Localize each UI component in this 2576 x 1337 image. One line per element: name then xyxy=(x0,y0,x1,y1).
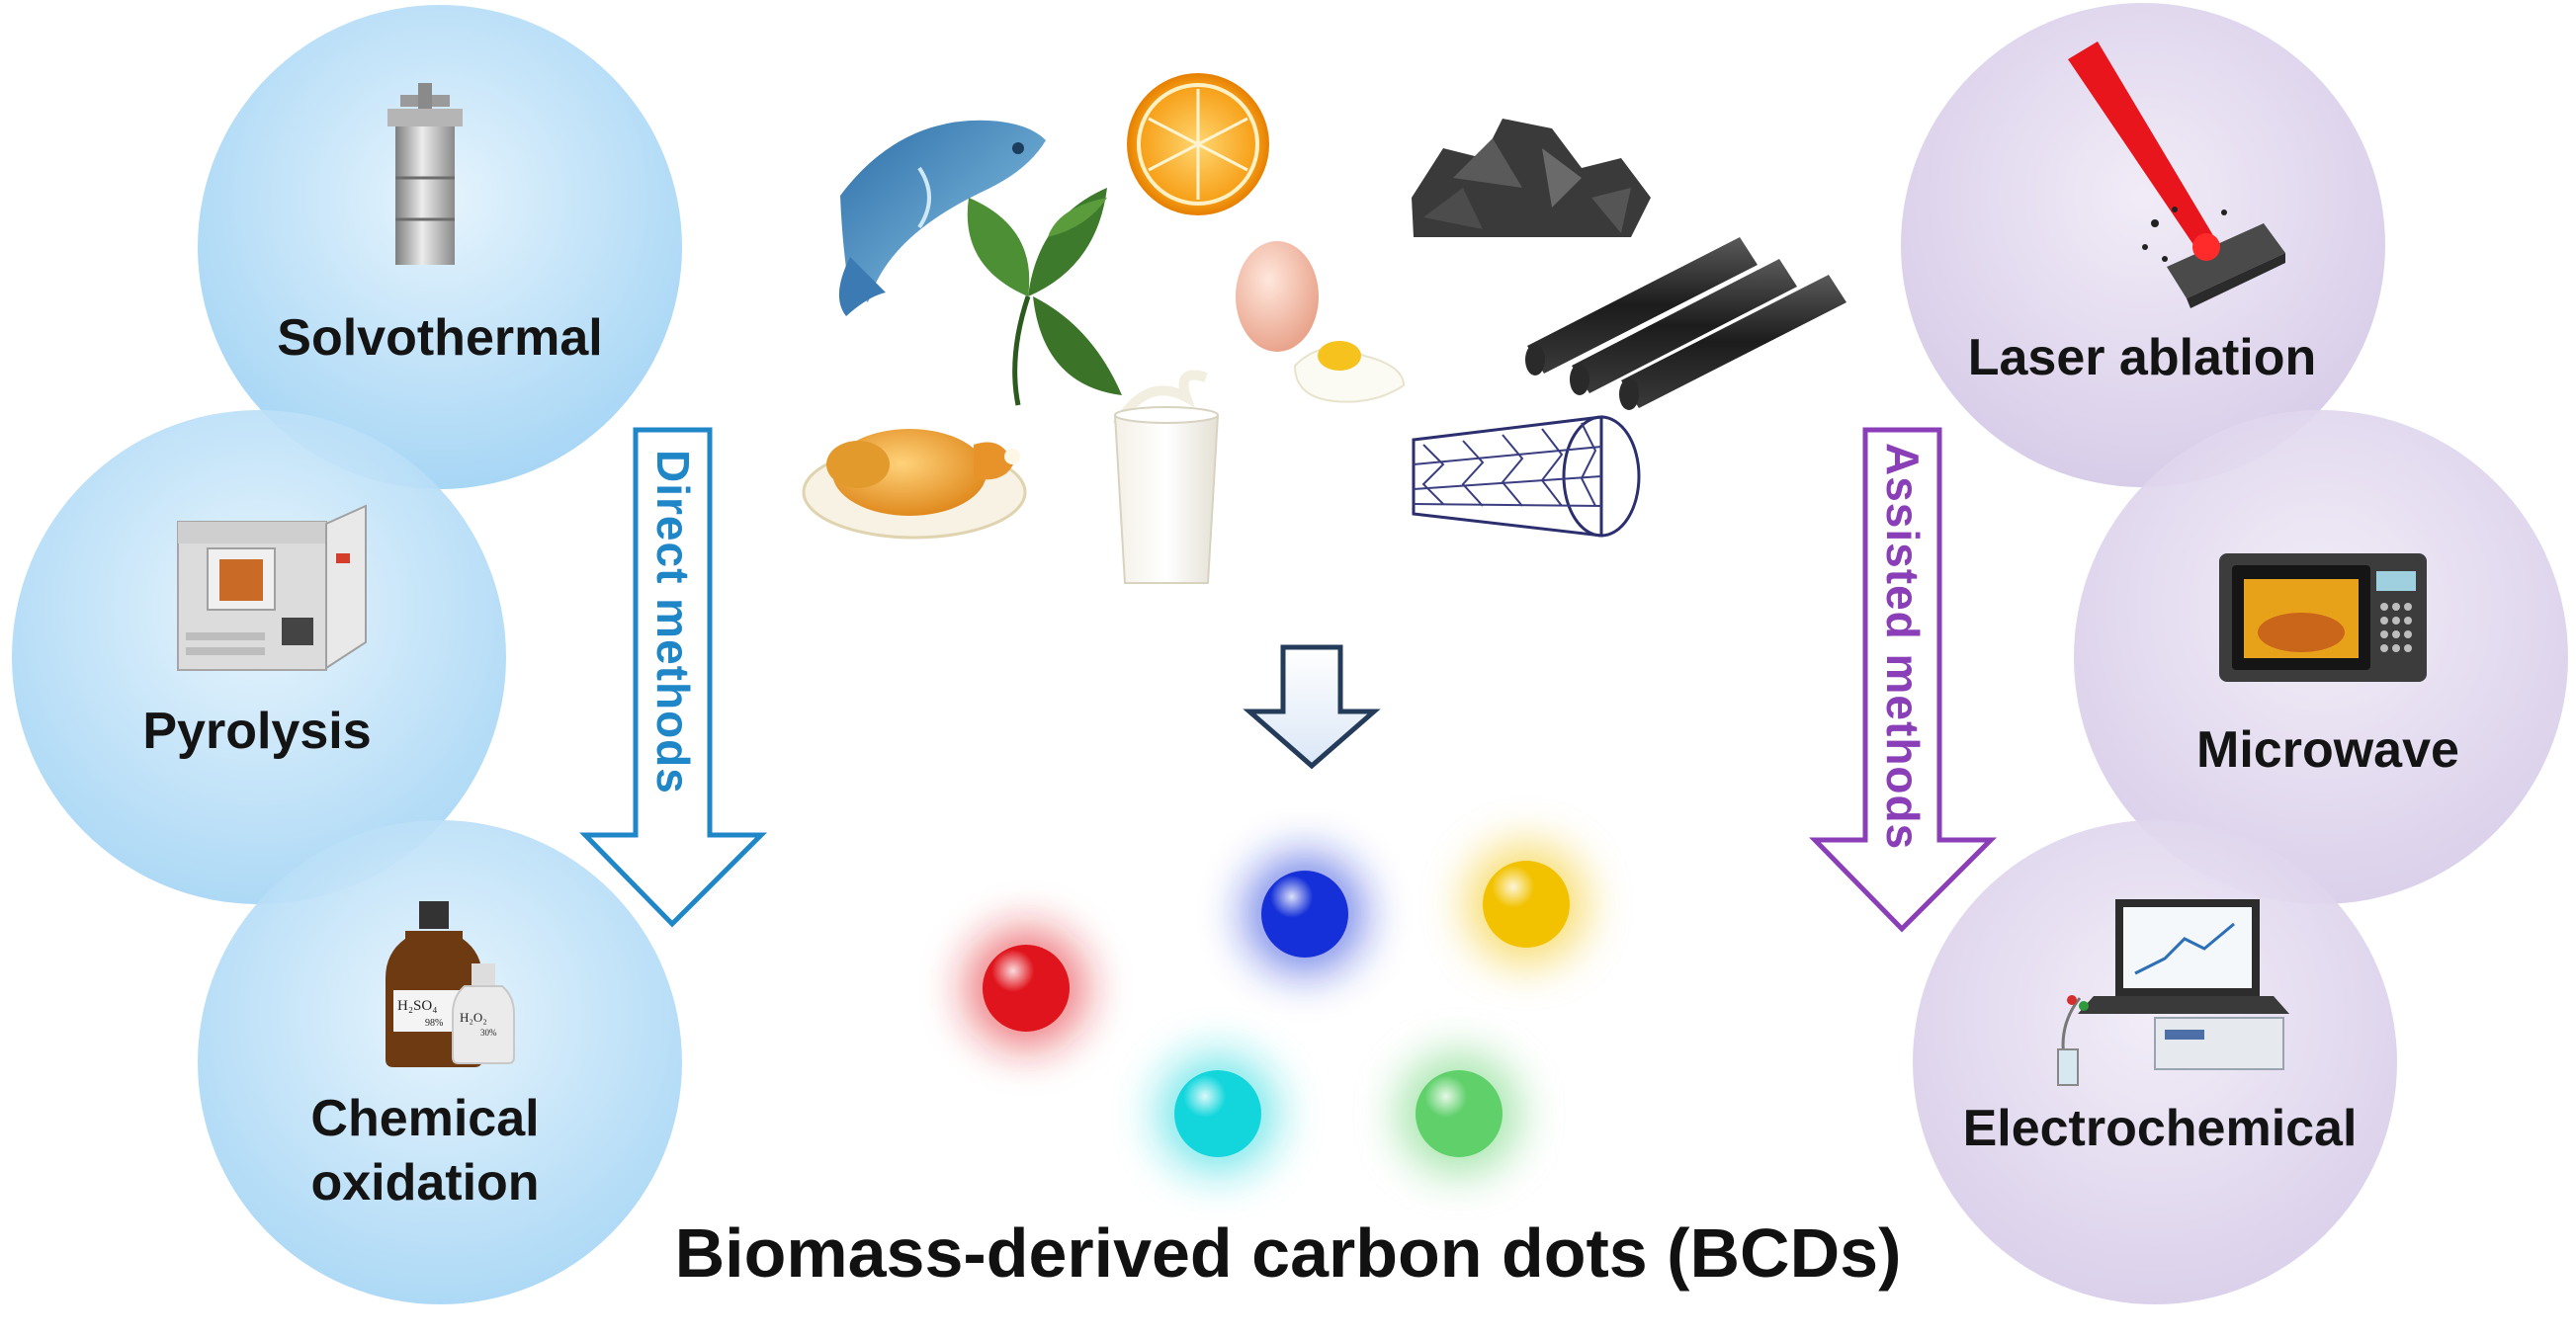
microwave-icon xyxy=(2219,553,2427,682)
svg-text:98%: 98% xyxy=(425,1018,443,1029)
diagram-title: Biomass-derived carbon dots (BCDs) xyxy=(674,1214,1902,1292)
direct-methods-label: Direct methods xyxy=(647,450,699,794)
roast-chicken-icon xyxy=(802,429,1027,540)
svg-text:30%: 30% xyxy=(480,1028,497,1038)
coal-icon xyxy=(1412,119,1651,237)
fish-icon xyxy=(838,120,1046,316)
solvothermal-label: Solvothermal xyxy=(277,309,603,367)
carbon-nanotube-icon xyxy=(1412,415,1641,538)
graphite-rods-icon xyxy=(1525,237,1846,410)
cyan-carbon-dot xyxy=(1157,1052,1279,1175)
leaf-icon xyxy=(967,188,1122,406)
furnace-icon xyxy=(177,504,367,671)
orange-icon xyxy=(1127,73,1269,215)
chemical-oxidation-label: Chemical oxidation xyxy=(310,1090,540,1212)
egg-icon xyxy=(1236,241,1406,403)
microwave-label: Microwave xyxy=(2196,721,2459,779)
blue-carbon-dot xyxy=(1244,853,1366,975)
yellow-carbon-dot xyxy=(1465,843,1588,965)
laser-icon xyxy=(2068,42,2285,308)
green-carbon-dot xyxy=(1398,1052,1520,1175)
milk-icon xyxy=(1112,370,1220,584)
laser-ablation-label: Laser ablation xyxy=(1967,329,2317,386)
electrochemical-label: Electrochemical xyxy=(1962,1100,2358,1157)
svg-text:H₂SO₄: H₂SO₄ xyxy=(397,998,437,1014)
down-arrow-icon xyxy=(1243,644,1381,770)
acid-bottles-icon: H₂SO₄ 98% H₂O₂ 30% xyxy=(386,901,515,1067)
assisted-methods-arrow xyxy=(1809,427,1998,933)
carbon-dots-group xyxy=(965,843,1588,1175)
svg-text:H₂O₂: H₂O₂ xyxy=(460,1010,487,1025)
pyrolysis-label: Pyrolysis xyxy=(142,703,372,760)
assisted-methods-label: Assisted methods xyxy=(1877,443,1929,851)
direct-methods-arrow xyxy=(579,427,768,928)
red-carbon-dot xyxy=(965,927,1087,1049)
autoclave-icon xyxy=(387,83,463,265)
electrochemical-workstation-icon xyxy=(2057,899,2289,1086)
